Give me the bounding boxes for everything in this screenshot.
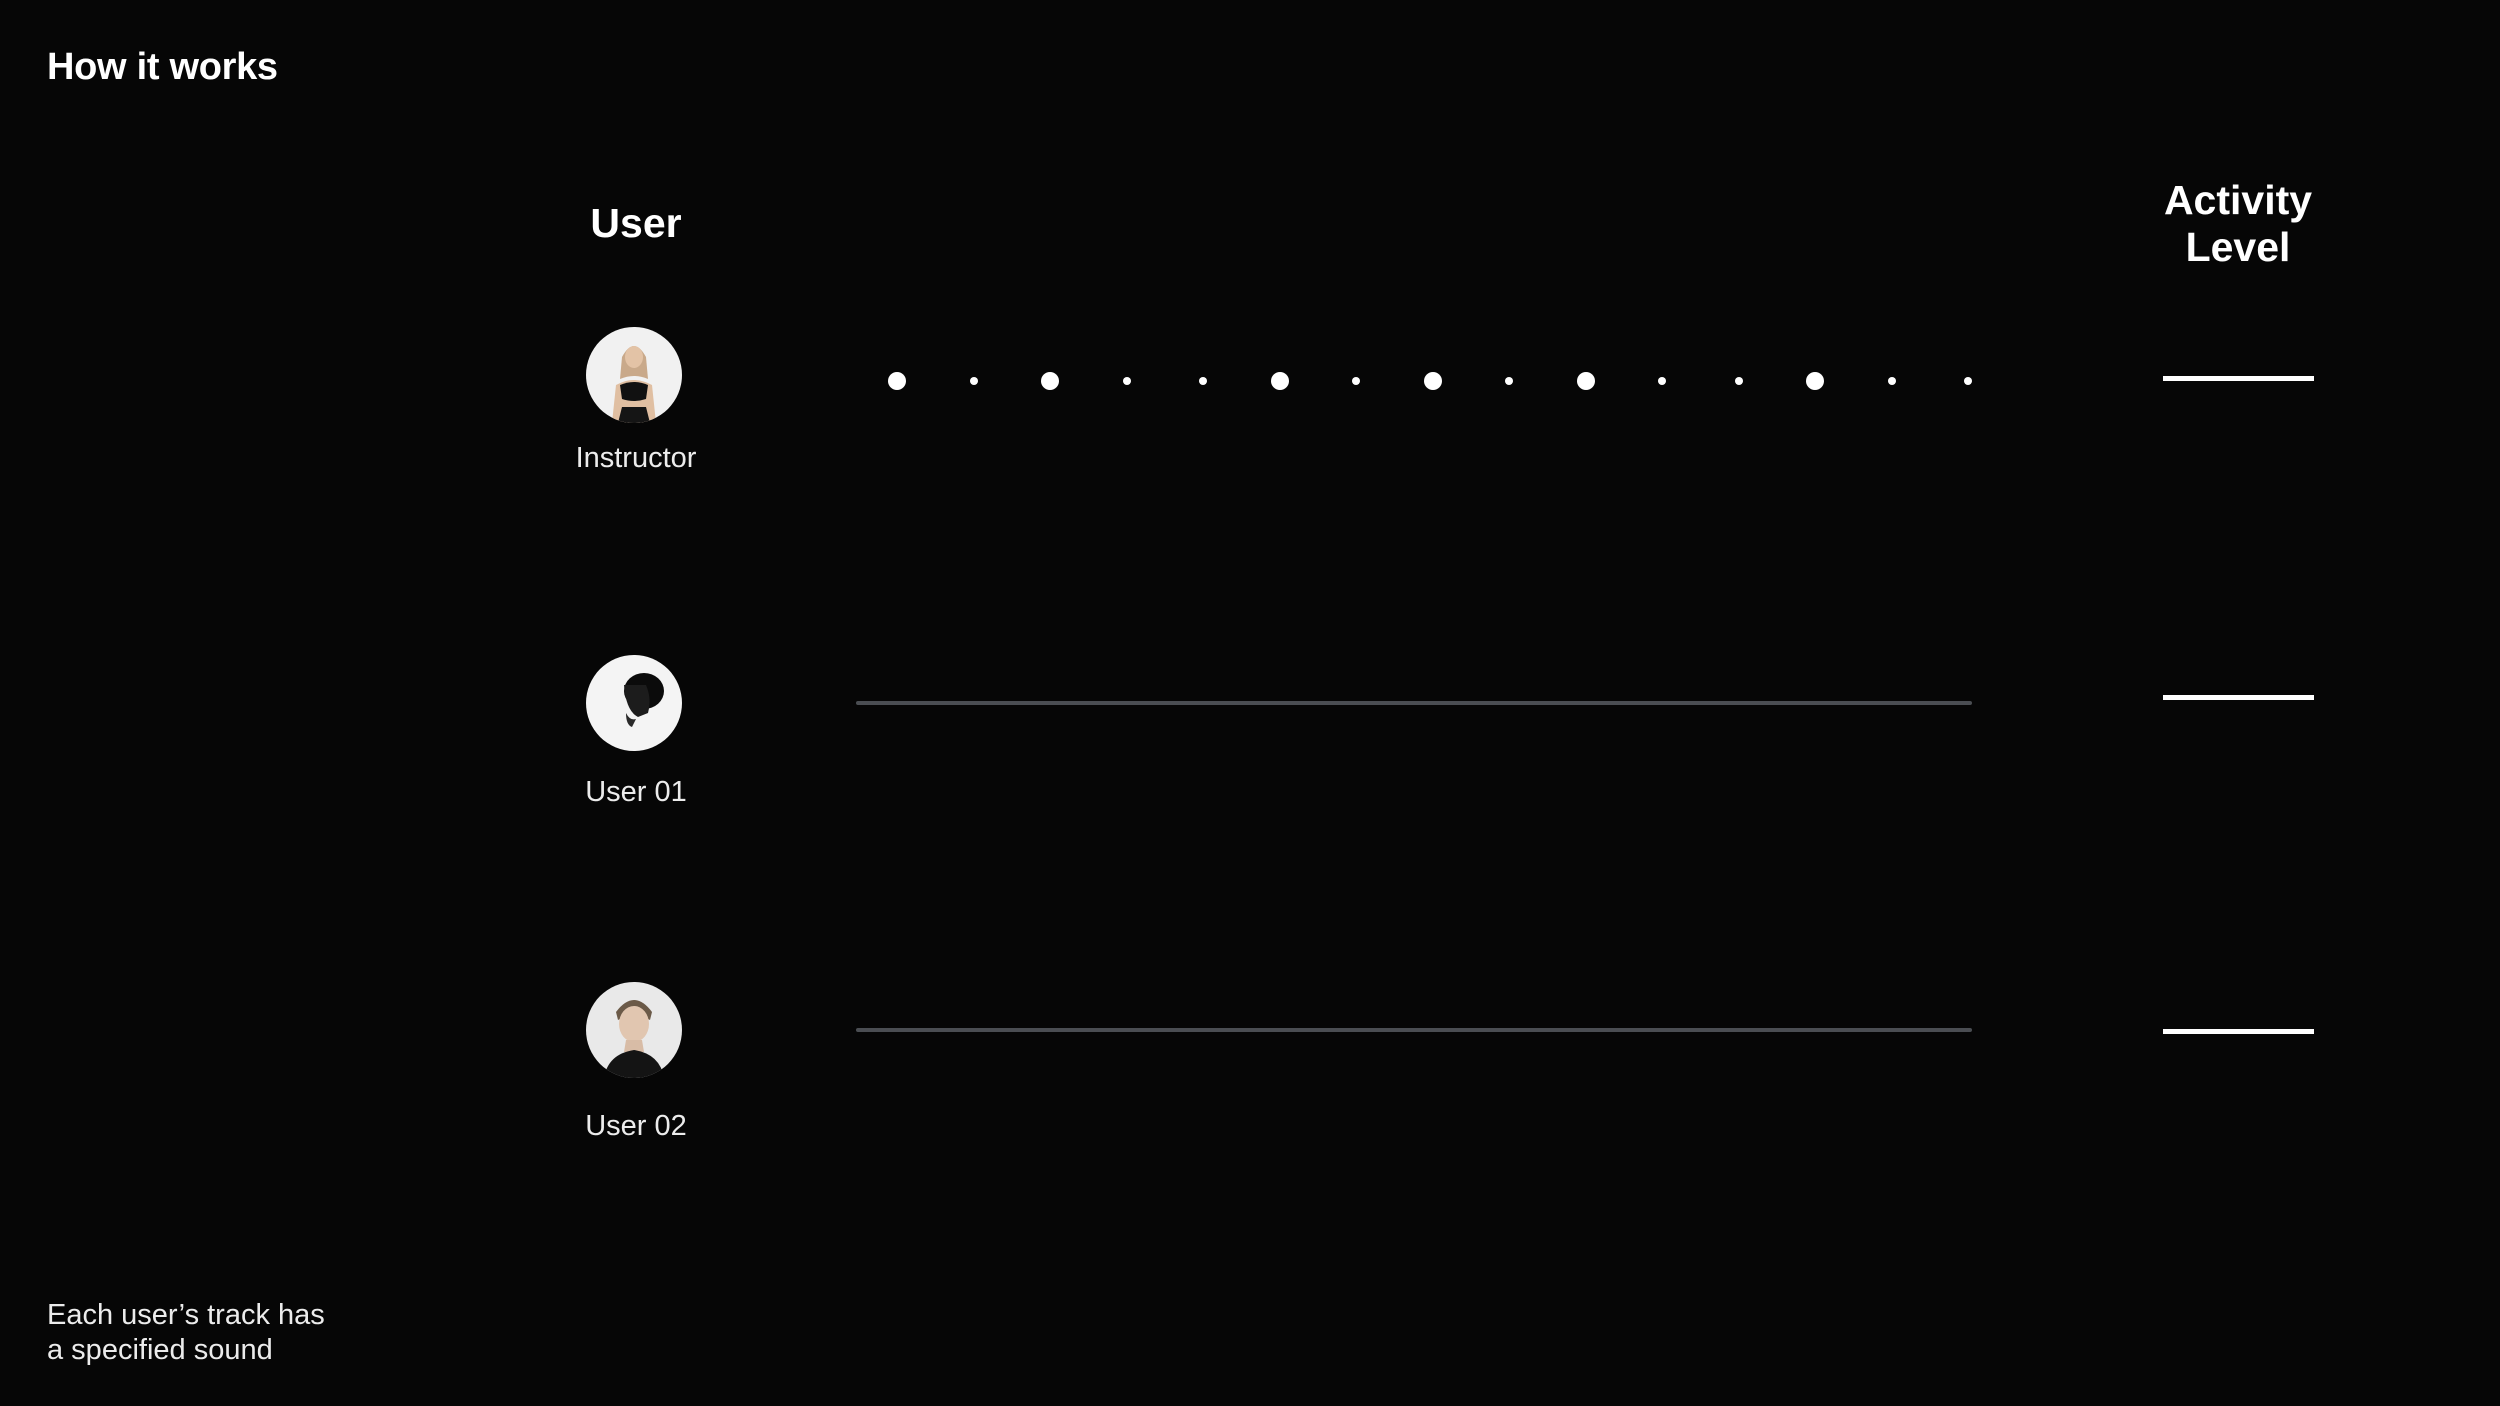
user-01-label: User 01	[585, 776, 687, 808]
footnote-line-2: a specified sound	[47, 1334, 273, 1366]
user-02-photo-icon	[586, 982, 682, 1078]
beat-dot-small	[1658, 377, 1666, 385]
page-title: How it works	[47, 46, 278, 88]
beat-dot-large	[1576, 372, 1595, 390]
user-01-track	[856, 701, 1972, 705]
instructor-photo-icon	[586, 327, 682, 423]
instructor-avatar[interactable]	[586, 327, 682, 423]
user-01-photo-icon	[586, 655, 682, 751]
user-column-header: User	[590, 200, 682, 246]
user-02-avatar[interactable]	[586, 982, 682, 1078]
beat-dot-large	[1270, 372, 1289, 390]
activity-level-column-header: Activity Level	[2138, 177, 2338, 271]
user-02-track	[856, 1028, 1972, 1032]
activity-header-line-2: Level	[2185, 224, 2291, 270]
beat-dot-small	[969, 377, 978, 385]
footnote: Each user’s track has a specified sound	[47, 1298, 325, 1368]
beat-dot-large	[1423, 372, 1442, 390]
footnote-line-1: Each user’s track has	[47, 1299, 325, 1331]
beat-dot-small	[1505, 377, 1513, 385]
beat-dot-small	[1964, 377, 1972, 385]
beat-dot-small	[1122, 377, 1131, 385]
user-01-activity-level	[2163, 695, 2314, 700]
beat-dot-small	[1352, 377, 1360, 385]
activity-header-line-1: Activity	[2163, 177, 2313, 223]
instructor-label: Instructor	[575, 442, 697, 474]
beat-dot-large	[1041, 372, 1059, 390]
instructor-beat-track	[856, 366, 1972, 396]
beat-dot-small	[1199, 377, 1207, 385]
beat-dot-small	[1734, 377, 1743, 385]
user-01-avatar[interactable]	[586, 655, 682, 751]
beat-dot-large	[1806, 372, 1824, 390]
beat-dot-large	[888, 372, 906, 390]
user-02-activity-level	[2163, 1029, 2314, 1034]
instructor-activity-level	[2163, 376, 2314, 381]
beat-dot-small	[1887, 377, 1896, 385]
user-02-label: User 02	[585, 1110, 687, 1142]
